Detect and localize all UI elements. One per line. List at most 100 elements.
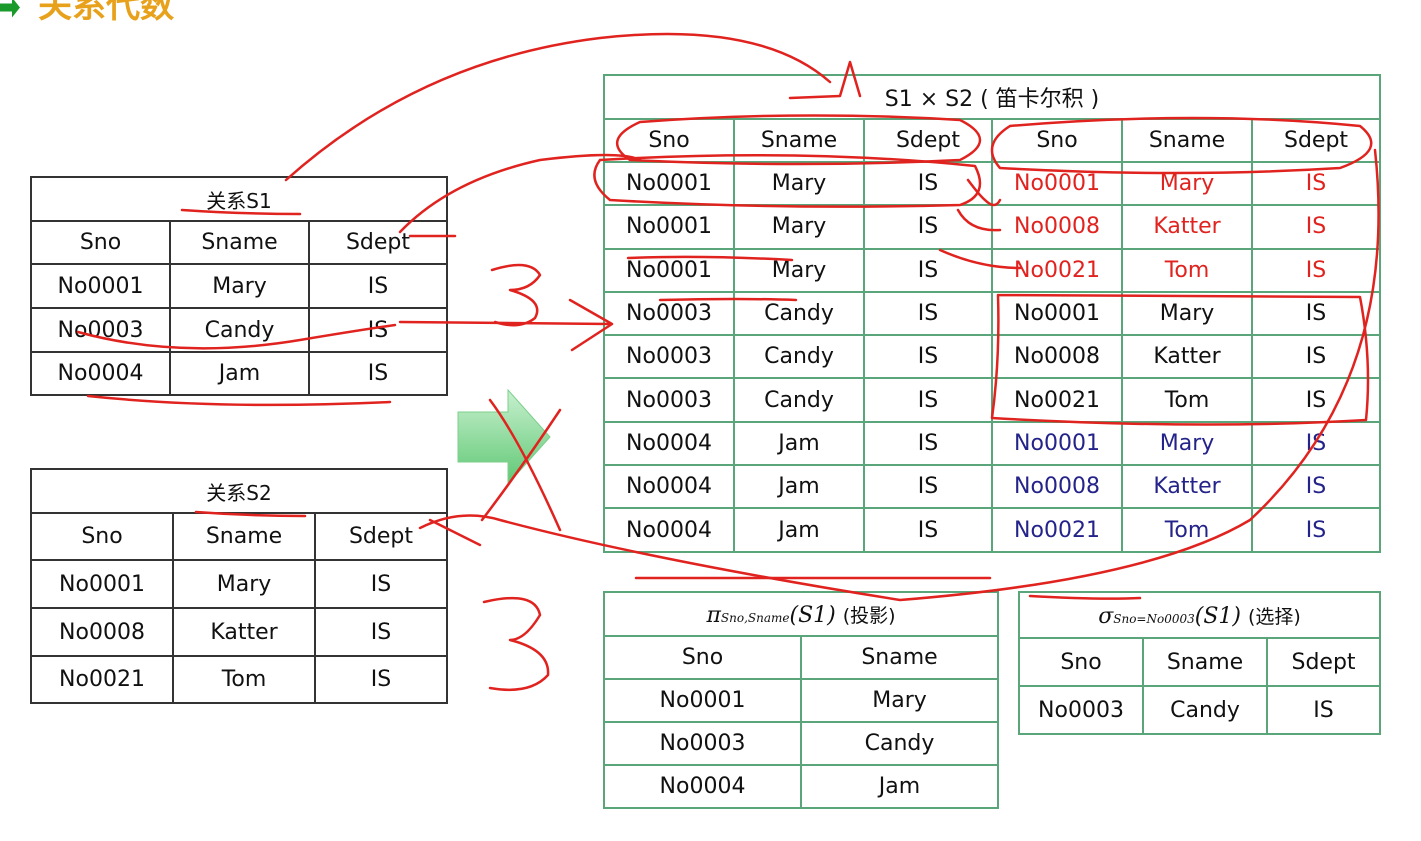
table-cell: IS	[863, 507, 993, 553]
table-cell: Jam	[169, 351, 310, 396]
selection-label: (选择)	[1247, 605, 1301, 628]
table-cell: Tom	[1121, 247, 1253, 293]
table-cell: No0003	[1018, 685, 1144, 735]
table-cell: IS	[1250, 464, 1382, 510]
table-cell: Jam	[733, 464, 865, 510]
column-header: Sdept	[1265, 637, 1382, 687]
right-arrow-icon	[457, 388, 551, 486]
column-header: Sname	[1142, 637, 1268, 687]
table-cell: Mary	[1121, 160, 1253, 207]
table-row: No0001 Mary IS	[30, 559, 449, 609]
sigma-symbol: σ	[1098, 603, 1114, 629]
selection-arg: (S1)	[1194, 603, 1241, 629]
table-row: No0003 Candy IS	[30, 307, 449, 353]
table-cell: Mary	[172, 559, 316, 609]
table-cell: IS	[863, 420, 993, 467]
table-cell: Tom	[1121, 377, 1253, 423]
cartesian-product-caption: S1 × S2 ( 笛卡尔积 )	[602, 74, 1382, 120]
table-row: No0021 Tom IS	[30, 655, 449, 704]
table-cell: Jam	[733, 420, 865, 467]
table-cell: No0001	[603, 678, 802, 723]
column-header: Sno	[30, 220, 171, 265]
table-cell: Candy	[799, 721, 1000, 766]
column-header: Sname	[799, 635, 1000, 680]
table-cell: IS	[863, 377, 993, 423]
table-row: No0003 Candy	[603, 721, 1000, 766]
table-row: No0001 Mary IS	[30, 263, 449, 309]
table-row: No0008 Katter IS	[30, 607, 449, 657]
table-cell: No0004	[603, 464, 735, 510]
table-row: No0003 Candy IS	[1018, 685, 1382, 735]
table-cell: Mary	[1121, 290, 1253, 337]
table-cell: Mary	[169, 263, 310, 309]
table-cell: No0003	[603, 721, 802, 766]
table-cell: Katter	[1121, 204, 1253, 250]
table-cell: IS	[863, 290, 993, 337]
table-cell: No0008	[991, 204, 1123, 250]
projection-caption: πSno,Sname(S1) (投影)	[602, 591, 1000, 637]
table-row: No0004 Jam	[603, 764, 1000, 809]
table-cell: No0004	[603, 764, 802, 809]
table-cell: Mary	[733, 247, 865, 293]
table-cell: No0021	[991, 377, 1123, 423]
table-cell: No0003	[603, 290, 735, 337]
table-cell: Jam	[799, 764, 1000, 809]
table-cell: IS	[1250, 377, 1382, 423]
table-cell: IS	[313, 559, 449, 609]
table-cell: No0001	[603, 160, 735, 207]
table-cell: No0004	[30, 351, 171, 396]
table-cell: IS	[313, 655, 449, 704]
table-cell: No0008	[991, 334, 1123, 380]
column-header: Sno	[1018, 637, 1144, 687]
table-cell: IS	[1265, 685, 1382, 735]
column-header: Sname	[733, 118, 865, 163]
page-title: 关系代数	[0, 0, 174, 26]
table-cell: IS	[1250, 334, 1382, 380]
table-cell: Candy	[733, 334, 865, 380]
table-cell: No0001	[603, 204, 735, 250]
table-cell: No0021	[30, 655, 174, 704]
table-cell: IS	[1250, 247, 1382, 293]
table-cell: IS	[1250, 420, 1382, 467]
bullet-arrow-icon	[0, 0, 20, 18]
table-row: No0004 Jam IS	[30, 351, 449, 396]
table-cell: No0001	[30, 263, 171, 309]
table-cell: IS	[863, 334, 993, 380]
cartesian-product-table: S1 × S2 ( 笛卡尔积 ) Sno Sname Sdept Sno Sna…	[602, 74, 1382, 553]
table-cell: Candy	[733, 377, 865, 423]
table-cell: No0001	[991, 160, 1123, 207]
table-cell: IS	[307, 351, 449, 396]
table-cell: No0001	[991, 420, 1123, 467]
table-cell: IS	[1250, 507, 1382, 553]
selection-subscript: Sno=No0003	[1113, 611, 1195, 626]
column-header: Sno	[603, 635, 802, 680]
table-cell: Candy	[733, 290, 865, 337]
relation-s2-table: 关系S2 Sno Sname Sdept No0001 Mary IS No00…	[29, 468, 449, 704]
table-cell: IS	[863, 160, 993, 207]
table-cell: IS	[313, 607, 449, 657]
column-header: Sno	[30, 512, 174, 561]
table-cell: No0003	[30, 307, 171, 353]
relation-s2-caption: 关系S2	[29, 468, 449, 514]
column-header: Sno	[603, 118, 735, 163]
table-cell: IS	[863, 247, 993, 293]
column-header: Sname	[1121, 118, 1253, 163]
page-title-text: 关系代数	[38, 0, 174, 26]
table-cell: No0008	[991, 464, 1123, 510]
column-header: Sdept	[863, 118, 993, 163]
selection-table: σSno=No0003(S1) (选择) Sno Sname Sdept No0…	[1017, 591, 1382, 735]
table-cell: No0003	[603, 334, 735, 380]
table-cell: No0021	[991, 247, 1123, 293]
column-header: Sname	[169, 220, 310, 265]
table-cell: IS	[1250, 204, 1382, 250]
projection-arg: (S1)	[789, 602, 836, 628]
table-cell: No0004	[603, 420, 735, 467]
table-cell: No0021	[991, 507, 1123, 553]
relation-s1-caption: 关系S1	[29, 176, 449, 222]
projection-table: πSno,Sname(S1) (投影) Sno Sname No0001 Mar…	[602, 591, 1000, 809]
table-row: No0001 Mary	[603, 678, 1000, 723]
projection-subscript: Sno,Sname	[720, 610, 790, 625]
